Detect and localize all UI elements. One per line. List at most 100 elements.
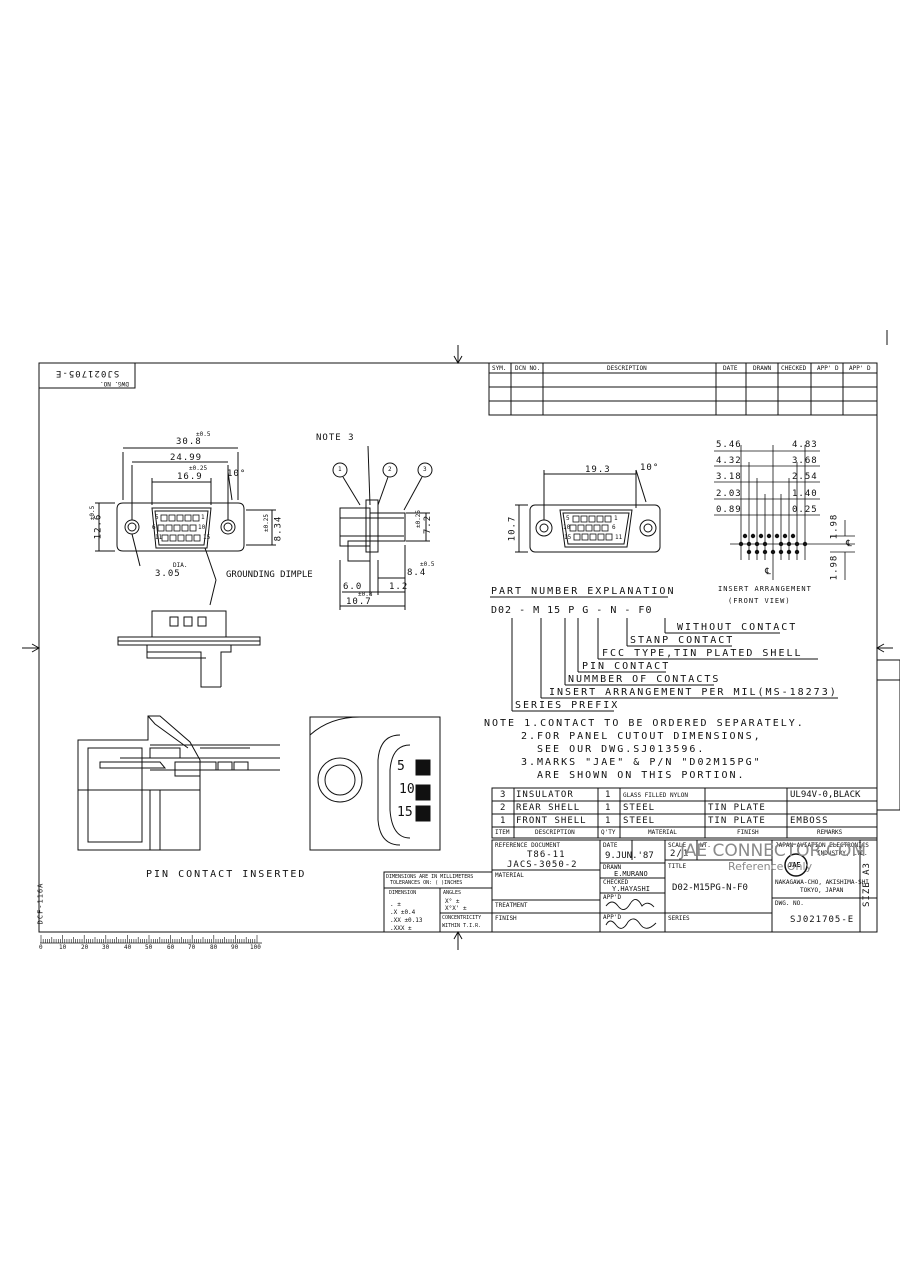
- bom-rem-2: EMBOSS: [790, 816, 829, 826]
- bom-hdr-material: MATERIAL: [648, 829, 677, 836]
- pcb-pin-5: 5: [566, 515, 570, 522]
- rev-header-appd1: APP' D: [817, 365, 839, 372]
- rev-header-date: DATE: [723, 365, 738, 372]
- tb-scale: 2/1: [670, 849, 690, 859]
- note-3: 3.MARKS "JAE" & P/N "D02M15PG": [521, 757, 762, 768]
- pin-label-6: 6: [152, 524, 156, 531]
- rev-header-sym: SYM.: [492, 365, 507, 372]
- pin-inserted-label: PIN CONTACT INSERTED: [146, 869, 307, 880]
- bom-desc-1: FRONT SHELL: [516, 816, 587, 826]
- ia-right-3: 1.40: [792, 489, 818, 499]
- tb-size: SIZE A3: [861, 862, 872, 907]
- dim-3-05: 3.05: [155, 569, 181, 579]
- ia-left-3: 2.03: [716, 489, 742, 499]
- bom-desc-2: REAR SHELL: [516, 803, 581, 813]
- dim-1-2: 1.2: [389, 582, 409, 592]
- tb-logo: JAE: [788, 861, 801, 869]
- pn-item-3: PIN CONTACT: [582, 661, 671, 672]
- ia-subtitle: (FRONT VIEW): [728, 597, 791, 605]
- tb-material-label: MATERIAL: [495, 872, 524, 879]
- dim-6-0: 6.0: [343, 582, 363, 592]
- tb-title-label: TITLE: [668, 863, 687, 870]
- ia-right-0: 4.83: [792, 440, 818, 450]
- bom-hdr-remarks: REMARKS: [817, 829, 843, 836]
- jae-logo-mark: [784, 853, 808, 877]
- pin-inserted-section: [77, 715, 280, 851]
- ia-left-4: 0.89: [716, 505, 742, 515]
- tol-row-3: .XXX ±: [390, 925, 412, 932]
- bom-hdr-qty: Q'TY: [601, 829, 616, 836]
- enlarged-digit-5: 5: [397, 759, 405, 774]
- note-1: NOTE 1.CONTACT TO BE ORDERED SEPARATELY.: [484, 718, 805, 729]
- dim-19-3: 19.3: [585, 465, 611, 475]
- bom-rem-3: UL94V-0,BLACK: [790, 790, 861, 800]
- pcb-pin-1: 1: [614, 515, 618, 522]
- tb-scale-label: SCALE: [668, 842, 687, 849]
- dim-8-34: 8.34: [273, 515, 284, 542]
- bom-item-2: 2: [500, 803, 507, 813]
- dim-10deg: 10°: [227, 469, 247, 479]
- tol-col-angles: ANGLES: [443, 890, 462, 896]
- ruler-label-100: 100: [250, 944, 261, 951]
- dim-dia: DIA.: [173, 562, 188, 569]
- tol-angles: X° ±: [445, 898, 460, 905]
- tb-address2: TOKYO, JAPAN: [800, 887, 844, 894]
- dim-10-7-pcb: 10.7: [507, 515, 518, 542]
- tb-company2: INDUSTRY, LTD.: [817, 850, 868, 857]
- tb-treatment-label: TREATMENT: [495, 902, 528, 909]
- pn-item-2: FCC TYPE,TIN PLATED SHELL: [602, 648, 803, 659]
- ruler-label-0: 0: [39, 944, 43, 951]
- pn-item-4: NUMMBER OF CONTACTS: [568, 674, 721, 685]
- ruler-label-30: 30: [102, 944, 110, 951]
- callout-3: 3: [423, 466, 427, 473]
- front-view: [95, 447, 276, 606]
- dim-30-8-tol: ±0.5: [196, 431, 211, 438]
- side-view: [332, 445, 433, 610]
- pin-label-15: 15: [203, 534, 211, 541]
- rev-header-dcn: DCN NO.: [515, 365, 541, 372]
- ia-right-4: 0.25: [792, 505, 818, 515]
- tb-drawn-label: DRAWN: [603, 864, 622, 871]
- tb-address1: NAKAGAWA-CHO, AKISHIMA-SHI: [775, 879, 869, 886]
- tb-ref-doc-2: JACS-3050-2: [507, 860, 578, 870]
- dim-8-34-tol: ±0.25: [263, 513, 271, 533]
- bom-qty-3: 1: [605, 790, 612, 800]
- grounding-dimple-label: GROUNDING DIMPLE: [226, 570, 313, 580]
- pcb-pin-6: 6: [612, 524, 616, 531]
- bom-mat-3: GLASS FILLED NYLON: [623, 792, 689, 799]
- tb-appd-label-1: APP'D: [603, 894, 622, 901]
- tol-angles-2: X°X' ±: [445, 905, 467, 912]
- tb-series-label: SERIES: [668, 915, 690, 922]
- bom-mat-1: STEEL: [623, 816, 656, 826]
- ia-vert-1: 1.98: [829, 554, 840, 581]
- pin-label-5: 5: [155, 514, 159, 521]
- tb-appd-label-2: APP'D: [603, 914, 622, 921]
- tb-checked-label: CHECKED: [603, 879, 629, 886]
- bom-fin-2: TIN PLATE: [708, 803, 766, 813]
- ia-cl-bottom: ℄: [765, 567, 772, 577]
- pn-heading: PART NUMBER EXPLANATION: [491, 586, 676, 597]
- watermark: JAE CONNECTOR.COM: [680, 841, 867, 861]
- bom-mat-2: STEEL: [623, 803, 656, 813]
- tolerance-box: [383, 871, 493, 933]
- tb-title: D02-M15PG-N-F0: [672, 883, 748, 893]
- bom-fin-1: TIN PLATE: [708, 816, 766, 826]
- dim-24-99: 24.99: [170, 453, 203, 463]
- tb-company: JAPAN AVIATION ELECTRONICS: [775, 842, 869, 849]
- tb-dwg-no: SJ021705-E: [790, 915, 855, 925]
- bom-table: [491, 787, 878, 839]
- ia-title: INSERT ARRANGEMENT: [718, 585, 812, 593]
- rev-header-appd2: APP' D: [849, 365, 871, 372]
- pn-item-6: SERIES PREFIX: [515, 700, 620, 711]
- ia-vert-0: 1.98: [829, 513, 840, 540]
- pn-item-1: STANP CONTACT: [630, 635, 735, 646]
- enlarged-digit-10: 10: [399, 782, 415, 797]
- tb-checked: Y.HAYASHI: [612, 885, 650, 893]
- dwg-no-rotated-label: DWG. NO.: [100, 380, 129, 387]
- dwg-no-box: [38, 362, 136, 389]
- ruler-label-80: 80: [210, 944, 218, 951]
- ruler-label-10: 10: [59, 944, 67, 951]
- ia-left-0: 5.46: [716, 440, 742, 450]
